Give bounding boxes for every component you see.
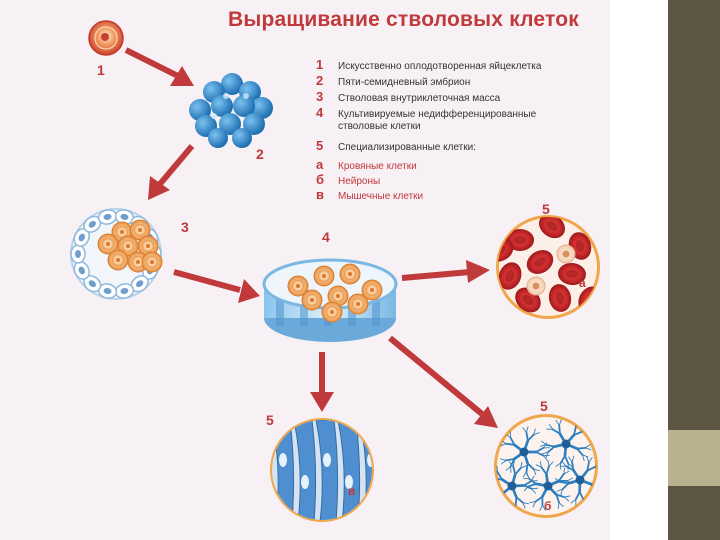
- petri-dish-icon: [262, 258, 398, 342]
- arrow-dish-to-muscle: [310, 352, 334, 412]
- label-muscle: 5: [266, 412, 274, 428]
- arrow-egg-to-embryo: [124, 47, 194, 86]
- egg-cell-icon: [88, 20, 124, 56]
- label-muscle-letter: в: [348, 484, 356, 498]
- label-neurons-letter: б: [544, 499, 552, 513]
- label-inner-mass: 3: [181, 219, 189, 235]
- label-egg: 1: [97, 62, 105, 78]
- arrow-dish-to-blood: [401, 260, 490, 283]
- arrow-mass-to-dish: [173, 269, 260, 303]
- inner-cell-mass-icon: [70, 208, 163, 300]
- label-neurons: 5: [540, 398, 548, 414]
- label-dish: 4: [322, 229, 330, 245]
- arrow-dish-to-neurons: [388, 335, 498, 428]
- legend-item-4-cont: стволовые клетки: [338, 121, 421, 132]
- arrow-embryo-to-mass: [148, 144, 195, 200]
- side-accent: [668, 430, 720, 486]
- label-blood: 5: [542, 201, 550, 217]
- label-blood-letter: а: [579, 276, 586, 290]
- muscle-cells-icon: [270, 418, 374, 522]
- label-embryo: 2: [256, 146, 264, 162]
- embryo-cluster-icon: [189, 73, 273, 148]
- page-title: Выращивание стволовых клеток: [228, 8, 579, 31]
- blood-cells-icon: [496, 215, 600, 319]
